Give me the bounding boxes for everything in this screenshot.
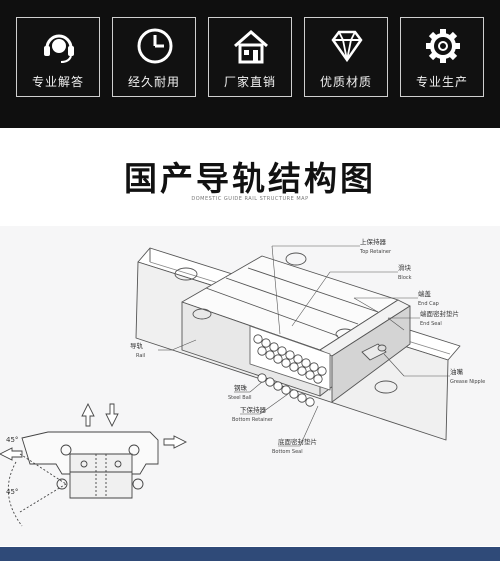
house-icon	[234, 30, 268, 64]
label-block-en: Block	[398, 275, 412, 281]
feature-tile-production: 专业生产	[400, 17, 484, 97]
angle-bottom-label: 45°	[6, 488, 18, 496]
label-steel-ball-cn: 钢珠	[234, 383, 248, 392]
label-bottom-seal-en: Bottom Seal	[272, 449, 303, 455]
clock-icon	[137, 28, 173, 64]
feature-tile-factory: 厂家直销	[208, 17, 292, 97]
feature-label: 专业生产	[415, 75, 468, 89]
label-rail-en: Rail	[136, 353, 145, 359]
label-block-cn: 滑块	[398, 263, 412, 272]
label-grease-nipple-en: Grease Nipple	[450, 379, 485, 385]
feature-tile-durable: 经久耐用	[112, 17, 196, 97]
feature-tile-material: 优质材质	[304, 17, 388, 97]
feature-header: 专业解答 经久耐用 厂家直销 优质材质	[0, 0, 500, 128]
label-top-retainer-en: Top Retainer	[359, 249, 392, 255]
page-subtitle: DOMESTIC GUIDE RAIL STRUCTURE MAP	[191, 196, 309, 202]
label-top-retainer-cn: 上保持器	[360, 237, 387, 246]
feature-label: 专业解答	[31, 75, 84, 89]
steel-balls	[253, 334, 327, 407]
headset-icon	[44, 34, 74, 63]
label-rail-cn: 导轨	[130, 341, 144, 350]
structure-diagram-panel: 上保持器 Top Retainer 滑块 Block 端盖 End Cap 端面…	[0, 226, 500, 546]
label-bottom-seal-cn: 底面密封垫片	[278, 437, 317, 446]
label-steel-ball-en: Steel Ball	[228, 395, 252, 401]
cross-section-view	[0, 402, 188, 527]
label-end-cap-cn: 端盖	[418, 289, 432, 298]
page-title: 国产导轨结构图	[124, 159, 376, 198]
feature-label: 经久耐用	[127, 75, 180, 89]
diamond-icon	[331, 30, 363, 63]
label-end-cap-en: End Cap	[418, 301, 439, 307]
label-end-seal-en: End Seal	[420, 321, 442, 327]
angle-top-label: 45°	[6, 436, 18, 444]
gear-icon	[426, 29, 460, 63]
feature-label: 优质材质	[319, 75, 372, 89]
label-grease-nipple-cn: 油嘴	[450, 367, 464, 376]
footer-bar	[0, 547, 500, 561]
label-bottom-retainer-cn: 下保持器	[240, 405, 267, 414]
rail-structure-diagram: 上保持器 Top Retainer 滑块 Block 端盖 End Cap 端面…	[0, 237, 485, 527]
label-bottom-retainer-en: Bottom Retainer	[232, 417, 274, 423]
label-end-seal-cn: 端面密封垫片	[420, 309, 459, 318]
feature-label: 厂家直销	[223, 75, 276, 89]
feature-tile-answer: 专业解答	[16, 17, 100, 97]
